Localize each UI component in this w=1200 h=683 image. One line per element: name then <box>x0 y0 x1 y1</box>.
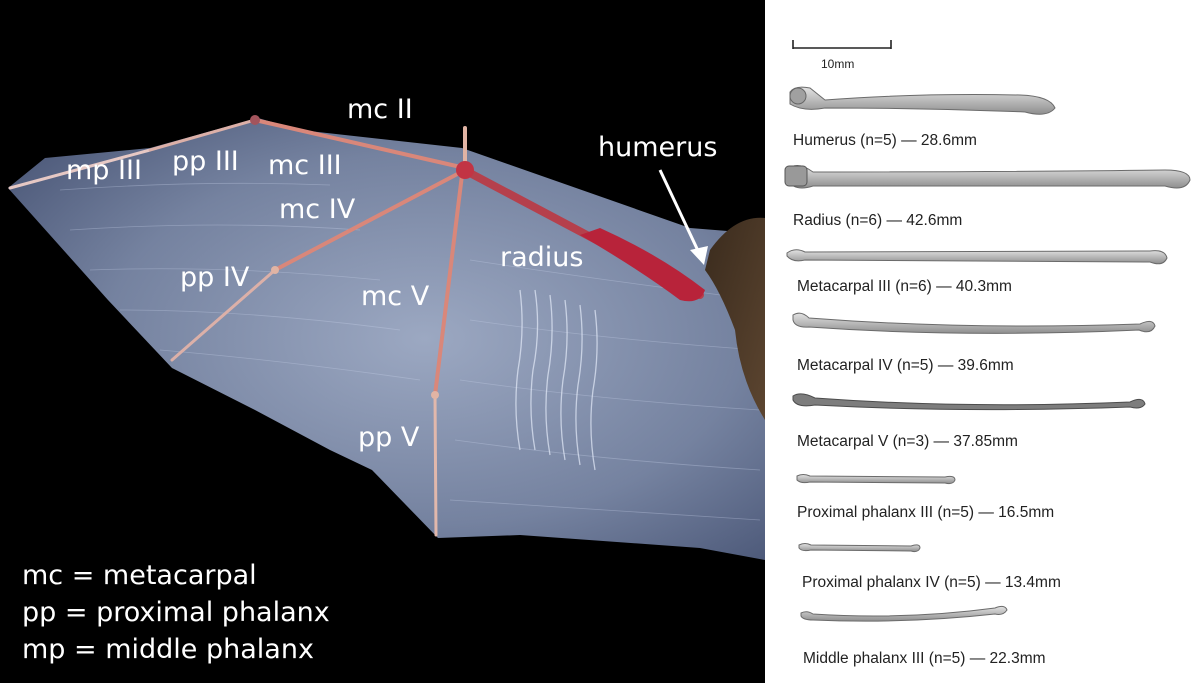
label-pp-v: pp V <box>358 422 420 453</box>
label-humerus: humerus <box>598 132 718 163</box>
humerus-arrow <box>658 169 702 256</box>
scale-bar <box>792 40 892 49</box>
middle-phalanx-iii-bone <box>800 605 1008 622</box>
humerus-arrowhead <box>690 246 708 265</box>
forearm-muscle <box>580 228 705 302</box>
bat-wing-illustration <box>8 115 765 560</box>
caption-proximal-phalanx-iv: Proximal phalanx IV (n=5) — 13.4mm <box>802 574 1061 591</box>
caption-metacarpal-iii: Metacarpal III (n=6) — 40.3mm <box>797 278 1012 295</box>
pp-v-joint <box>431 391 439 399</box>
proximal-phalanx-iv-bone <box>798 543 921 553</box>
membrane-texture <box>59 182 761 521</box>
caption-proximal-phalanx-iii: Proximal phalanx III (n=5) — 16.5mm <box>797 504 1055 521</box>
label-mc-ii: mc II <box>347 94 413 125</box>
label-mc-iii: mc III <box>268 150 342 181</box>
wing-photo-panel: mc II mp III pp III mc III mc IV pp IV m… <box>0 0 765 683</box>
legend-mc: mc = metacarpal <box>22 560 257 591</box>
label-pp-iv: pp IV <box>180 262 250 293</box>
caption-metacarpal-iv: Metacarpal IV (n=5) — 39.6mm <box>797 357 1014 374</box>
metacarpal-iv-bone <box>792 312 1156 334</box>
scale-bar-label: 10mm <box>821 57 855 71</box>
proximal-phalanx-iii-bone <box>796 474 956 485</box>
bone-specimens-illustration <box>784 40 1191 622</box>
caption-radius: Radius (n=6) — 42.6mm <box>793 212 963 229</box>
pp-iv-joint <box>271 266 279 274</box>
label-mp-iii: mp III <box>66 155 142 186</box>
label-mc-iv: mc IV <box>279 194 356 225</box>
metacarpal-iii-bone <box>786 249 1168 265</box>
caption-middle-phalanx-iii: Middle phalanx III (n=5) — 22.3mm <box>803 650 1046 667</box>
humerus-bone <box>789 86 1056 115</box>
label-radius: radius <box>500 242 584 273</box>
metacarpal-v-bone <box>792 393 1146 411</box>
legend-pp: pp = proximal phalanx <box>22 597 330 628</box>
bat-body-fur <box>705 217 765 420</box>
radius-bone <box>784 165 1191 189</box>
bone-specimens-panel: 10mm Humerus (n=5) — 28.6mm Radius (n=6)… <box>765 0 1200 683</box>
caption-metacarpal-v: Metacarpal V (n=3) — 37.85mm <box>797 433 1018 450</box>
label-mc-v: mc V <box>361 281 430 312</box>
finger-tip-joint <box>250 115 260 125</box>
wrist-joint <box>456 161 474 179</box>
caption-humerus: Humerus (n=5) — 28.6mm <box>793 132 977 149</box>
membrane-muscle-fibers <box>515 289 598 471</box>
legend-mp: mp = middle phalanx <box>22 634 314 665</box>
label-pp-iii: pp III <box>172 146 239 177</box>
